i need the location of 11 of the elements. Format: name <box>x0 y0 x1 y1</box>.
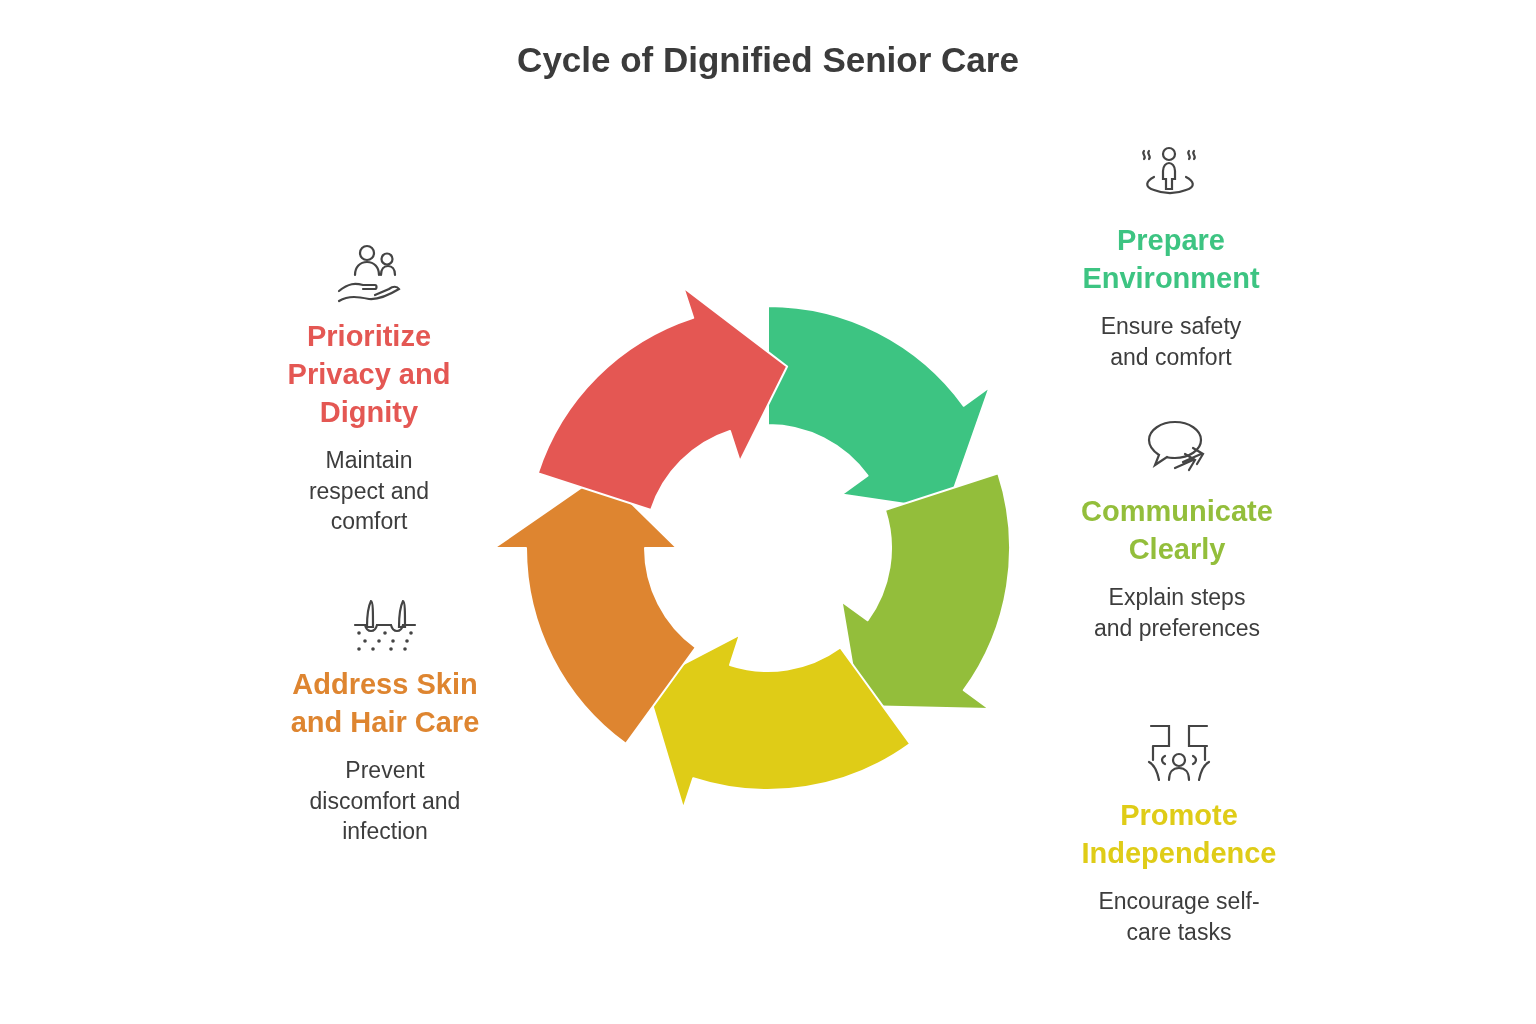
step-description: Maintain respect and comfort <box>307 446 431 536</box>
step-description: Encourage self-care tasks <box>1097 887 1261 947</box>
diagram-title: Cycle of Dignified Senior Care <box>516 40 1020 80</box>
step-heading: Address Skin and Hair Care <box>289 667 481 740</box>
step-heading: Promote Independence <box>1080 798 1278 871</box>
step-description: Prevent discomfort and infection <box>308 756 462 846</box>
step-description: Explain steps and preferences <box>1092 583 1262 643</box>
step-heading: Communicate Clearly <box>1080 494 1274 567</box>
step-description: Ensure safety and comfort <box>1099 312 1243 372</box>
step-heading: Prepare Environment <box>1081 223 1261 296</box>
step-heading: Prioritize Privacy and Dignity <box>286 319 452 430</box>
